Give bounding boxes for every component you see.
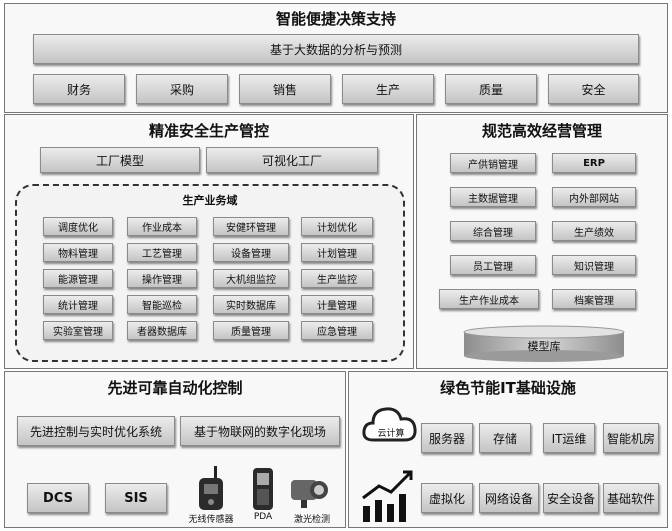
server-button[interactable]: 服务器 (421, 423, 473, 453)
precision-production-title: 精准安全生产管控 (148, 122, 269, 140)
cloud-computing-label: 云计算 (377, 429, 405, 439)
grid-operation-cost[interactable]: 作业成本 (127, 217, 197, 236)
production-operation-cost[interactable]: 生产作业成本 (439, 289, 539, 309)
infrastructure-panel: 绿色节能IT基础设施 云计算 服务器 存储 IT运维 智能机房 虚拟化 网络设备… (348, 371, 668, 528)
knowledge-management[interactable]: 知识管理 (552, 255, 636, 275)
it-ops-button[interactable]: IT运维 (543, 423, 595, 453)
factory-model-button[interactable]: 工厂模型 (40, 147, 200, 173)
grid-equipment-management[interactable]: 设备管理 (213, 243, 289, 262)
item-sales[interactable]: 销售 (239, 74, 331, 104)
management-title: 规范高效经营管理 (481, 122, 602, 140)
general-management[interactable]: 综合管理 (450, 221, 536, 241)
supply-sales-management[interactable]: 产供销管理 (450, 153, 536, 173)
management-panel: 规范高效经营管理 产供销管理 主数据管理 综合管理 员工管理 生产作业成本 ER… (416, 114, 668, 369)
infrastructure-title: 绿色节能IT基础设施 (440, 379, 576, 397)
pda-icon (253, 468, 273, 510)
archive-management[interactable]: 档案管理 (552, 289, 636, 309)
grid-hse-management[interactable]: 安健环管理 (213, 217, 289, 236)
item-safety[interactable]: 安全 (548, 74, 639, 104)
grid-instrument-database[interactable]: 者器数据库 (127, 321, 197, 340)
virtualization-button[interactable]: 虚拟化 (421, 483, 473, 513)
storage-button[interactable]: 存储 (479, 423, 531, 453)
web-portal-button[interactable]: 内外部网站 (552, 187, 636, 207)
grid-quality-management[interactable]: 质量管理 (213, 321, 289, 340)
security-equipment-button[interactable]: 安全设备 (543, 483, 599, 513)
grid-emergency-management[interactable]: 应急管理 (301, 321, 373, 340)
grid-material-management[interactable]: 物料管理 (43, 243, 113, 262)
sis-button[interactable]: SIS (105, 483, 167, 513)
production-performance[interactable]: 生产绩效 (552, 221, 636, 241)
pda-caption: PDA (253, 512, 273, 522)
precision-production-panel: 精准安全生产管控 工厂模型 可视化工厂 生产业务域 调度优化 作业成本 安健环管… (4, 114, 414, 369)
grid-statistics-management[interactable]: 统计管理 (43, 295, 113, 314)
laser-detector-icon (291, 480, 328, 508)
grid-unit-monitoring[interactable]: 大机组监控 (213, 269, 289, 288)
grid-plan-optimization[interactable]: 计划优化 (301, 217, 373, 236)
grid-plan-management[interactable]: 计划管理 (301, 243, 373, 262)
item-purchase[interactable]: 采购 (136, 74, 228, 104)
grid-metering-management[interactable]: 计量管理 (301, 295, 373, 314)
item-finance[interactable]: 财务 (33, 74, 125, 104)
visual-factory-button[interactable]: 可视化工厂 (206, 147, 378, 173)
smart-datacenter-button[interactable]: 智能机房 (603, 423, 659, 453)
database-icon (463, 325, 625, 362)
grid-lab-management[interactable]: 实验室管理 (43, 321, 113, 340)
laser-detector-caption: 激光检测 (293, 515, 330, 525)
dcs-button[interactable]: DCS (27, 483, 89, 513)
model-database-cylinder[interactable]: 模型库 (462, 325, 626, 363)
model-database-label: 模型库 (527, 340, 561, 353)
cloud-computing-icon (362, 407, 417, 442)
grid-smart-inspection[interactable]: 智能巡检 (127, 295, 197, 314)
production-domain-box: 生产业务域 调度优化 作业成本 安健环管理 计划优化 物料管理 工艺管理 设备管… (15, 184, 405, 362)
automation-panel: 先进可靠自动化控制 先进控制与实时优化系统 基于物联网的数字化现场 DCS SI… (4, 371, 346, 528)
network-equipment-button[interactable]: 网络设备 (479, 483, 539, 513)
erp-button[interactable]: ERP (552, 153, 636, 173)
grid-production-monitoring[interactable]: 生产监控 (301, 269, 373, 288)
automation-title: 先进可靠自动化控制 (107, 379, 243, 397)
item-quality[interactable]: 质量 (445, 74, 537, 104)
item-production[interactable]: 生产 (342, 74, 434, 104)
grid-energy-management[interactable]: 能源管理 (43, 269, 113, 288)
base-software-button[interactable]: 基础软件 (603, 483, 659, 513)
grid-realtime-database[interactable]: 实时数据库 (213, 295, 289, 314)
decision-support-panel: 智能便捷决策支持 基于大数据的分析与预测 财务 采购 销售 生产 质量 安全 (4, 3, 668, 113)
big-data-banner[interactable]: 基于大数据的分析与预测 (33, 34, 639, 64)
grid-dispatch-optimization[interactable]: 调度优化 (43, 217, 113, 236)
advanced-control-button[interactable]: 先进控制与实时优化系统 (17, 416, 175, 446)
wireless-sensor-icon (199, 466, 223, 510)
analytics-chart-icon (362, 470, 413, 522)
staff-management[interactable]: 员工管理 (450, 255, 536, 275)
wireless-sensor-caption: 无线传感器 (188, 515, 234, 525)
master-data-management[interactable]: 主数据管理 (450, 187, 536, 207)
grid-process-management[interactable]: 工艺管理 (127, 243, 197, 262)
grid-operation-management[interactable]: 操作管理 (127, 269, 197, 288)
production-domain-title: 生产业务域 (182, 194, 238, 207)
iot-digital-field-button[interactable]: 基于物联网的数字化现场 (180, 416, 340, 446)
decision-support-title: 智能便捷决策支持 (275, 10, 396, 28)
